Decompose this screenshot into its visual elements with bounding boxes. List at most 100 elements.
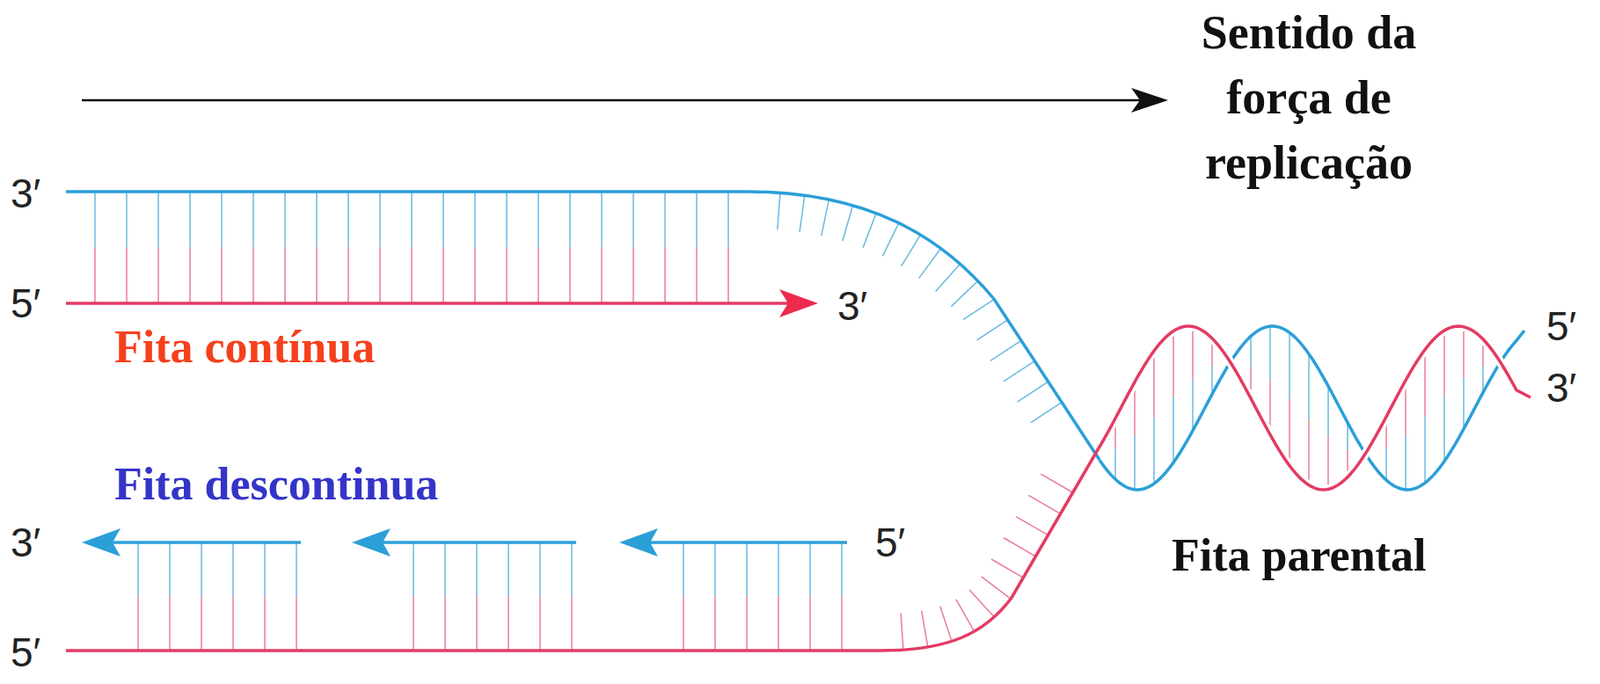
base-pair — [809, 597, 811, 652]
unpaired-base — [1028, 495, 1060, 514]
strand-end: 5′ — [10, 629, 41, 677]
arrow-head — [1131, 87, 1169, 113]
unpaired-base — [981, 577, 1011, 600]
base-pair — [507, 597, 510, 652]
okazaki-fragment — [105, 540, 301, 545]
base-pair — [1133, 436, 1136, 490]
base-pair — [137, 597, 139, 652]
base-pair — [1404, 435, 1407, 490]
unpaired-base — [956, 599, 975, 632]
unpaired-base — [963, 299, 994, 320]
base-pair — [777, 542, 780, 598]
base-pair — [263, 597, 266, 652]
okazaki-fragment — [642, 540, 848, 545]
base-pair — [189, 191, 191, 249]
helix-strand — [1099, 326, 1531, 490]
template-strand — [65, 191, 1100, 461]
base-pair — [94, 191, 96, 249]
base-pair — [1172, 331, 1175, 398]
base-pair — [727, 191, 730, 249]
base-pair — [1462, 378, 1465, 430]
unpaired-base — [862, 213, 877, 249]
unpaired-base — [950, 281, 978, 307]
strand-name: Fita contínua — [114, 321, 375, 374]
unpaired-base — [1040, 474, 1073, 493]
base-pair — [714, 597, 716, 652]
base-pair — [347, 191, 350, 249]
base-pair — [220, 191, 223, 249]
okazaki-fragment — [375, 540, 577, 545]
base-pair — [505, 191, 508, 249]
base-pair — [444, 597, 446, 652]
base-pair — [444, 542, 446, 598]
base-pair — [569, 248, 571, 305]
base-pair — [664, 248, 666, 305]
base-pair — [474, 248, 476, 305]
unpaired-base — [842, 205, 854, 242]
base-pair — [695, 191, 698, 249]
base-pair — [315, 191, 318, 249]
base-pair — [412, 597, 415, 652]
strand-name: Fita parental — [1171, 529, 1426, 583]
unpaired-base — [990, 340, 1022, 361]
base-pair — [1288, 332, 1291, 400]
base-pair — [1288, 399, 1291, 467]
unpaired-base — [901, 234, 921, 267]
base-pair — [157, 248, 160, 305]
base-pair — [252, 248, 255, 305]
base-pair — [840, 597, 843, 652]
base-pair — [94, 248, 96, 305]
base-pair — [632, 248, 635, 305]
base-pair — [809, 542, 811, 598]
strand-end: 3′ — [10, 519, 41, 567]
base-pair — [539, 542, 541, 598]
base-pair — [295, 542, 298, 598]
base-pair — [600, 248, 603, 305]
base-pair — [1327, 386, 1330, 439]
base-pair — [284, 248, 286, 305]
base-pair — [442, 191, 445, 249]
unpaired-base — [1003, 361, 1035, 382]
base-pair — [442, 248, 445, 305]
base-pair — [537, 248, 540, 305]
base-pair — [570, 597, 573, 652]
base-pair — [125, 191, 128, 249]
base-pair — [1153, 350, 1155, 417]
base-pair — [777, 597, 780, 652]
strand-end: 3′ — [1546, 365, 1577, 412]
strand-end: 3′ — [837, 283, 868, 330]
base-pair — [189, 248, 191, 305]
unpaired-base — [977, 320, 1009, 341]
strand-end: 5′ — [875, 519, 906, 567]
helix-gap — [1099, 326, 1531, 490]
base-pair — [200, 542, 203, 598]
unpaired-base — [882, 223, 899, 257]
strand-end: 5′ — [10, 280, 41, 328]
unpaired-base — [991, 559, 1023, 578]
base-pair — [1307, 419, 1310, 486]
unpaired-base — [799, 195, 805, 233]
base-pair — [475, 542, 478, 598]
base-pair — [745, 542, 748, 598]
base-pair — [1443, 395, 1446, 461]
base-pair — [474, 191, 476, 249]
base-pair — [263, 542, 266, 598]
arrow-head — [81, 528, 121, 557]
base-pair — [1211, 366, 1213, 395]
base-pair — [1249, 336, 1252, 367]
base-pair — [315, 248, 318, 305]
base-pair — [1462, 327, 1465, 379]
base-pair — [840, 542, 843, 598]
base-pair — [412, 542, 415, 598]
base-pair — [379, 191, 381, 249]
unpaired-base — [900, 613, 904, 651]
unpaired-base — [821, 199, 830, 236]
base-pair — [137, 542, 139, 598]
base-pair — [695, 248, 698, 305]
base-pair — [232, 542, 234, 598]
base-pair — [1424, 350, 1426, 417]
unpaired-base — [935, 263, 961, 292]
helix-strand — [1099, 326, 1525, 490]
base-pair — [682, 597, 685, 652]
